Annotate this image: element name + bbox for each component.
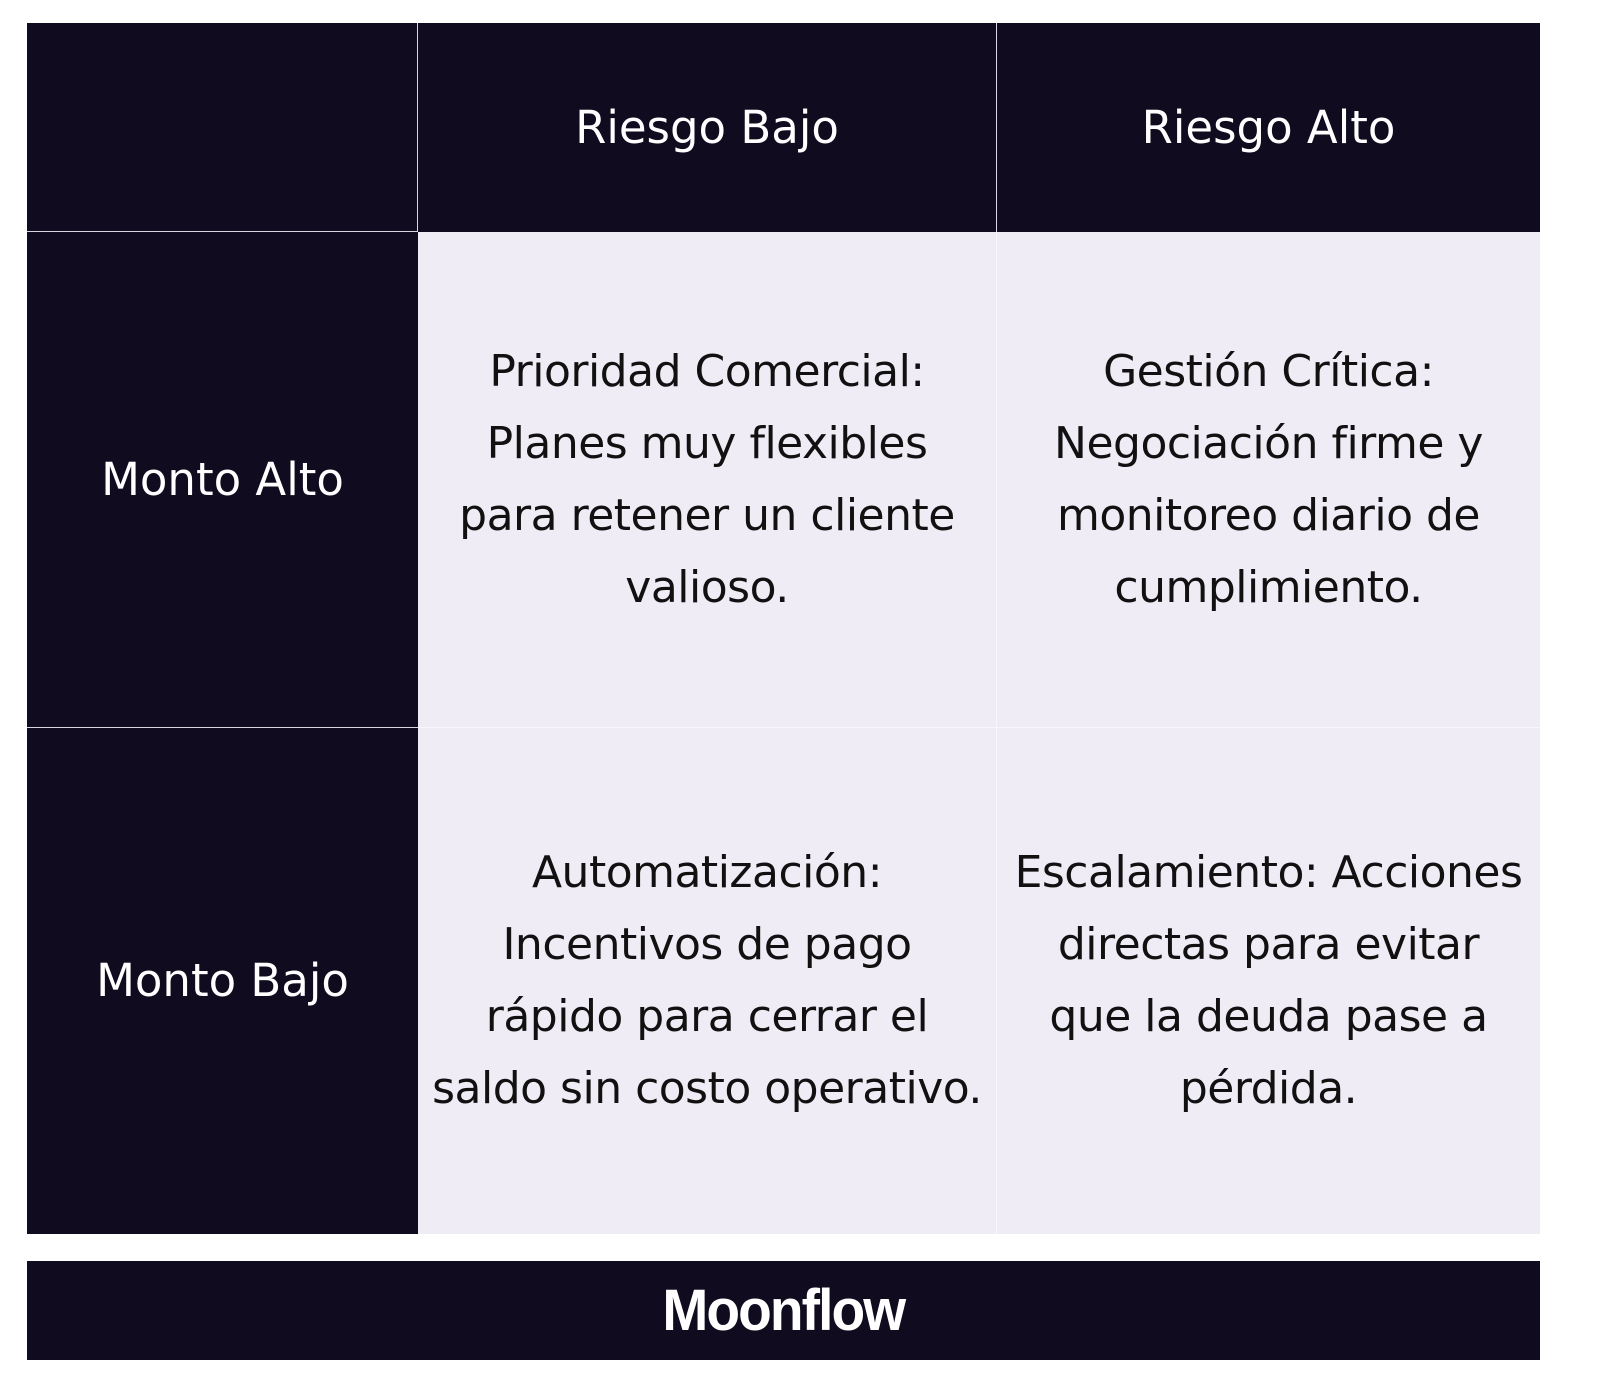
risk-amount-matrix: Riesgo Bajo Riesgo Alto Monto Alto Prior… xyxy=(27,23,1540,1234)
cell-text: Automatización: Incentivos de pago rápid… xyxy=(432,847,982,1114)
matrix-cell-bajo-alto: Escalamiento: Acciones directas para evi… xyxy=(997,728,1540,1234)
column-header-riesgo-bajo: Riesgo Bajo xyxy=(418,23,997,232)
row-header-monto-bajo: Monto Bajo xyxy=(27,728,418,1234)
matrix-cell-bajo-bajo: Automatización: Incentivos de pago rápid… xyxy=(418,728,997,1234)
row-header-label: Monto Bajo xyxy=(96,954,349,1007)
cell-text: Escalamiento: Acciones directas para evi… xyxy=(1014,847,1523,1114)
row-header-monto-alto: Monto Alto xyxy=(27,232,418,728)
brand-logo: Moonflow xyxy=(662,1278,907,1343)
column-header-riesgo-alto: Riesgo Alto xyxy=(997,23,1540,232)
cell-text: Gestión Crítica: Negociación firme y mon… xyxy=(1054,345,1483,613)
column-header-label: Riesgo Alto xyxy=(1141,100,1396,154)
footer-bar: Moonflow xyxy=(27,1261,1540,1360)
column-header-label: Riesgo Bajo xyxy=(575,100,839,154)
matrix-cell-alto-alto: Gestión Crítica: Negociación firme y mon… xyxy=(997,232,1540,728)
row-header-label: Monto Alto xyxy=(101,452,344,506)
matrix-cell-alto-bajo: Prioridad Comercial: Planes muy flexible… xyxy=(418,232,997,728)
cell-text: Prioridad Comercial: Planes muy flexible… xyxy=(459,345,955,613)
matrix-corner-cell xyxy=(27,23,418,232)
